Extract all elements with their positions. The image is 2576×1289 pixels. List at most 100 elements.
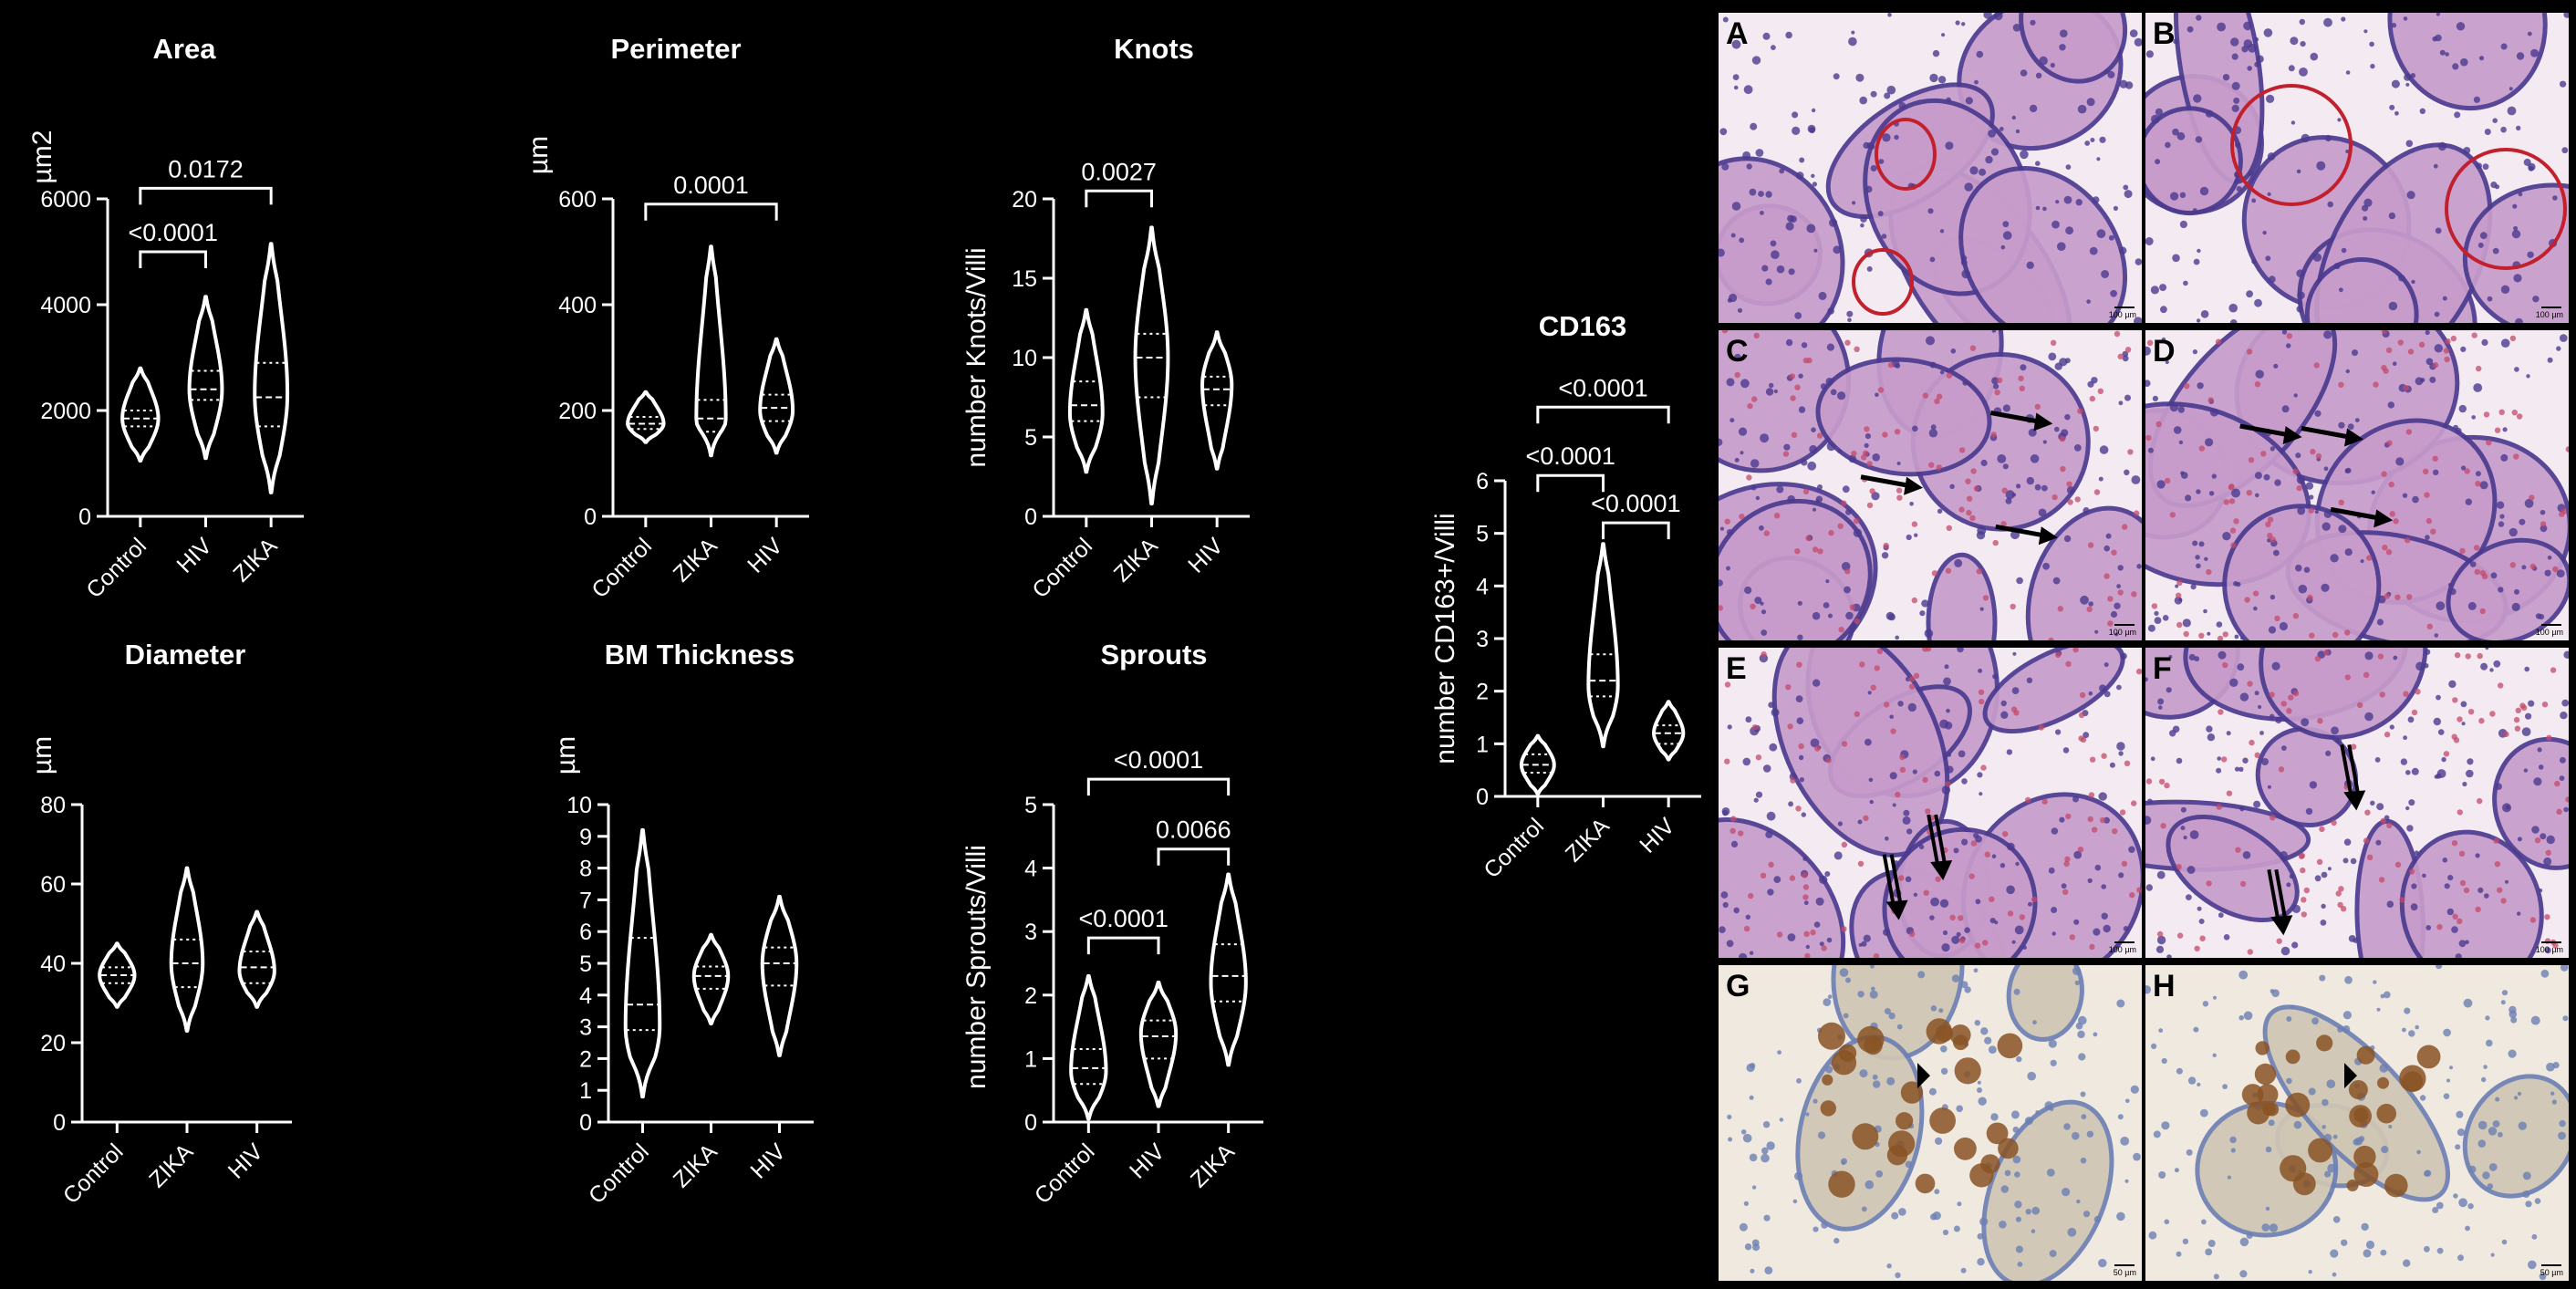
significance-bracket	[1536, 473, 1605, 493]
y-tick-label: 2	[1476, 680, 1489, 705]
y-tick-label: 3	[1476, 627, 1489, 652]
y-tick-label: 1	[1024, 1046, 1037, 1072]
y-tick-label: 0	[78, 504, 91, 530]
y-axis-label: number CD163+/Villi	[1430, 513, 1460, 764]
y-tick-label: 1	[579, 1078, 592, 1104]
violin-zika	[1586, 542, 1620, 749]
y-tick-label: 4	[579, 983, 592, 1009]
y-tick-label: 9	[579, 825, 592, 850]
y-tick-label: 6	[579, 920, 592, 945]
y-tick-label: 2	[579, 1046, 592, 1072]
scale-bar	[2541, 941, 2561, 943]
y-tick-label: 0	[53, 1110, 66, 1136]
chart-title: Area	[153, 33, 217, 65]
p-value-label: <0.0001	[128, 219, 217, 246]
y-tick-label: 1	[1476, 732, 1489, 757]
scale-bar	[2541, 1264, 2561, 1266]
y-tick-label: 5	[579, 951, 592, 977]
p-value-label: <0.0001	[1078, 905, 1168, 932]
y-tick-label: 4	[1024, 857, 1037, 882]
scale-bar-label: 100 µm	[2535, 628, 2563, 637]
chart-title: CD163	[1539, 310, 1627, 342]
violin-control	[1069, 973, 1108, 1121]
y-tick-label: 5	[1024, 793, 1037, 818]
scale-bar-label: 50 µm	[2113, 1268, 2136, 1277]
micrograph-panel-c: C 100 µm	[1719, 330, 2142, 640]
y-tick-label: 0	[1476, 785, 1489, 810]
y-tick-label: 10	[566, 793, 592, 818]
scale-bar-label: 100 µm	[2108, 945, 2136, 954]
chart-title: Perimeter	[610, 33, 741, 65]
y-tick-label: 2	[1024, 983, 1037, 1009]
y-tick-label: 0	[1024, 504, 1037, 530]
y-axis-label: µm2	[27, 130, 57, 184]
violin-control	[98, 941, 137, 1009]
scale-bar-label: 50 µm	[2540, 1268, 2563, 1277]
p-value-label: <0.0001	[1591, 490, 1680, 517]
violin-zika	[691, 932, 731, 1026]
p-value-label: 0.0172	[168, 155, 244, 182]
y-tick-label: 7	[579, 888, 592, 913]
y-tick-label: 20	[1012, 187, 1037, 213]
panel-letter: C	[1726, 334, 1749, 369]
violin-control	[626, 390, 666, 444]
y-axis-label: µm	[27, 736, 57, 774]
y-tick-label: 6	[1476, 469, 1489, 494]
significance-bracket	[1086, 936, 1160, 955]
y-tick-label: 400	[558, 293, 597, 318]
panel-letter: D	[2153, 334, 2176, 369]
micrograph-panel-h: H 50 µm	[2145, 965, 2569, 1281]
violin-zika	[1133, 225, 1170, 506]
chart-title: Sprouts	[1100, 639, 1207, 670]
y-tick-label: 2000	[40, 399, 91, 424]
violin-zika	[1209, 872, 1248, 1067]
violin-control	[1519, 733, 1556, 796]
significance-bracket	[1602, 521, 1670, 540]
panel-letter: G	[1726, 969, 1750, 1003]
scale-bar	[2114, 1264, 2135, 1266]
significance-bracket	[1157, 847, 1231, 866]
significance-bracket	[1085, 189, 1153, 208]
y-tick-label: 0	[1024, 1110, 1037, 1136]
violin-hiv	[1200, 330, 1234, 471]
significance-bracket	[1086, 777, 1231, 796]
y-tick-label: 200	[558, 399, 597, 424]
scale-bar	[2114, 941, 2135, 943]
y-tick-label: 8	[579, 857, 592, 882]
violin-hiv	[1652, 700, 1686, 762]
micrograph-panel-g: G 50 µm	[1719, 965, 2142, 1281]
significance-bracket	[139, 186, 273, 205]
y-tick-label: 15	[1012, 266, 1037, 292]
scale-bar	[2114, 307, 2135, 308]
violin-zika	[253, 242, 290, 494]
p-value-label: <0.0001	[1558, 374, 1647, 401]
violin-zika	[694, 244, 728, 458]
scale-bar-label: 100 µm	[2108, 628, 2136, 637]
panel-letter: H	[2153, 969, 2176, 1003]
scale-bar-label: 100 µm	[2108, 310, 2136, 319]
violin-hiv	[1138, 980, 1179, 1108]
scale-bar	[2114, 624, 2135, 626]
y-axis-label: number Sprouts/Villi	[961, 845, 992, 1089]
violin-zika	[169, 866, 205, 1033]
y-tick-label: 5	[1024, 425, 1037, 451]
y-tick-label: 0	[579, 1110, 592, 1136]
scale-bar-label: 100 µm	[2535, 945, 2563, 954]
y-axis-label: number Knots/Villi	[961, 247, 992, 467]
violin-hiv	[758, 337, 795, 455]
violin-control	[623, 827, 662, 1099]
y-axis-label: µm	[524, 136, 554, 174]
y-tick-label: 3	[579, 1015, 592, 1041]
y-tick-label: 4000	[40, 293, 91, 318]
p-value-label: 0.0027	[1081, 158, 1157, 185]
y-axis-label: µm	[551, 736, 581, 774]
y-tick-label: 20	[40, 1031, 66, 1056]
p-value-label: <0.0001	[1525, 442, 1615, 470]
scale-bar-label: 100 µm	[2535, 310, 2563, 319]
violin-control	[1067, 307, 1105, 474]
violin-control	[120, 366, 161, 463]
